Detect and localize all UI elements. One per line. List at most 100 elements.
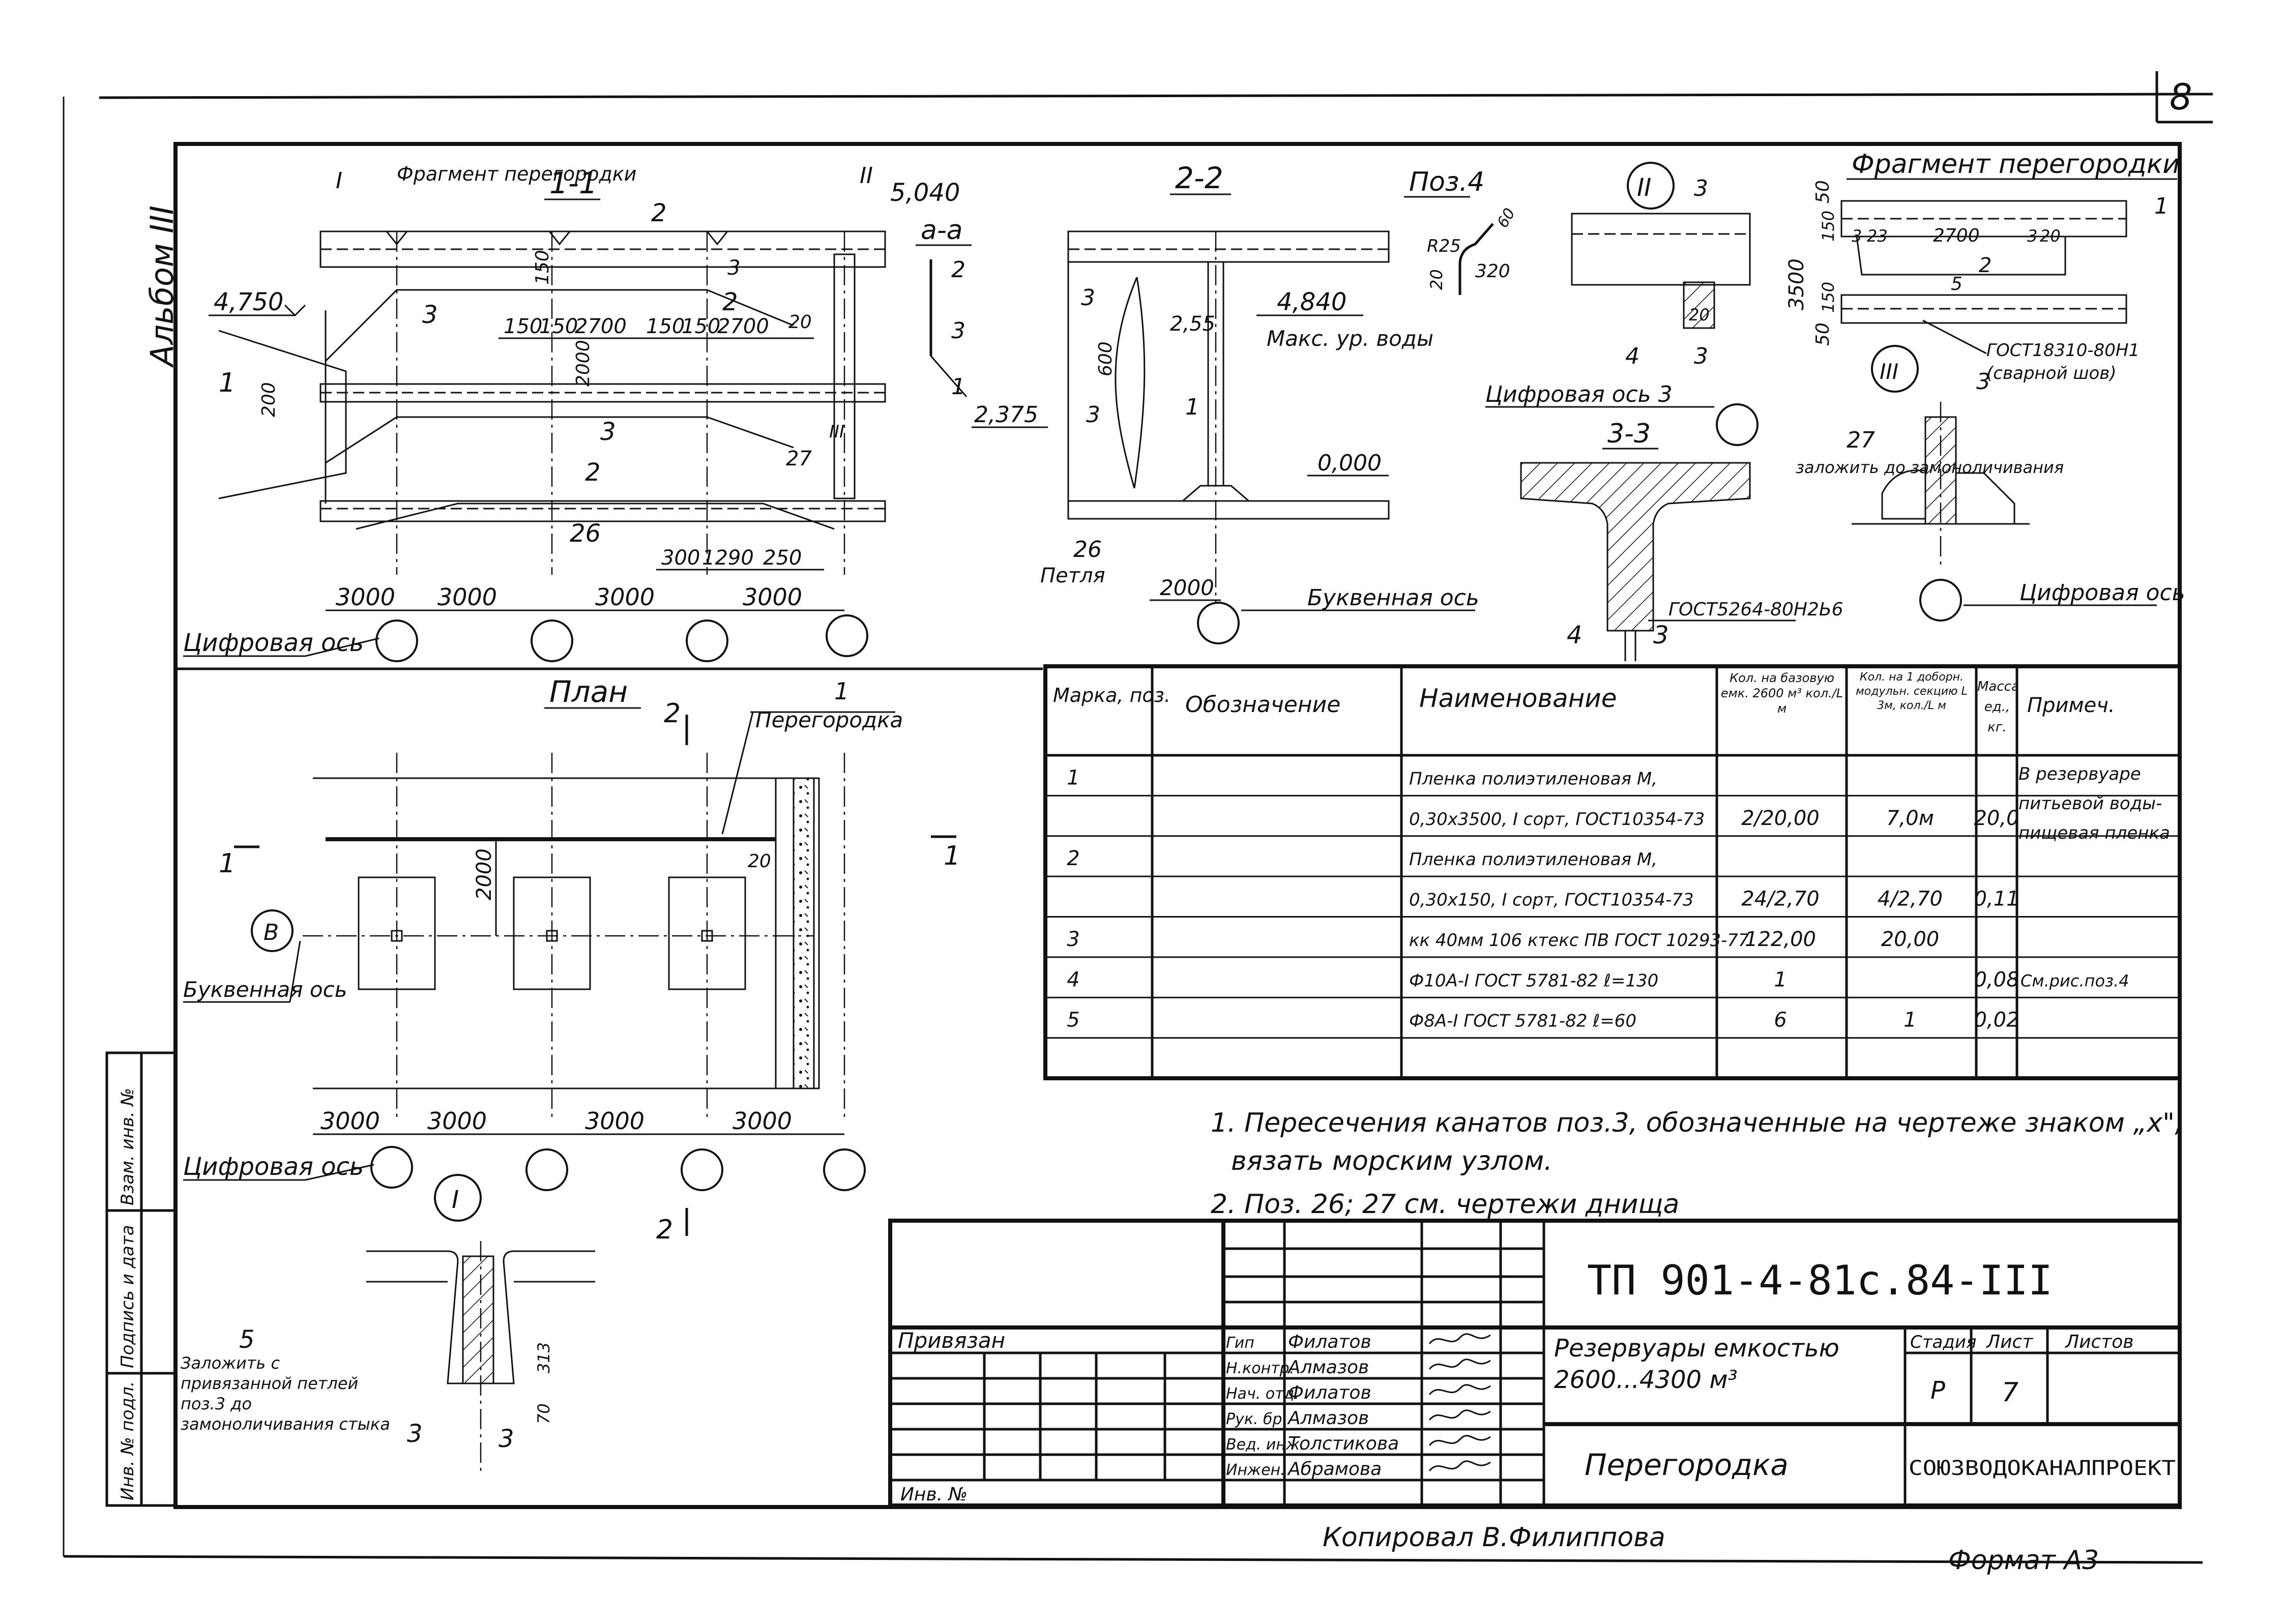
cut-1-left: 1 bbox=[219, 848, 236, 879]
spec-cell-r3-c3: 24/2,70 bbox=[1741, 888, 1819, 911]
fragment-partition: Фрагмент перегородки 3500 50 150 150 50 … bbox=[1785, 149, 2180, 383]
node-iii-pos-27: 27 bbox=[1847, 427, 1875, 453]
axis-letter-label: Буквенная ось bbox=[183, 977, 347, 1002]
frag-dv-2: 50 bbox=[1812, 180, 1833, 203]
dim-600: 600 bbox=[1095, 341, 1116, 376]
node-iii: III 3 27 заложить до замоноличивания Циф… bbox=[1796, 345, 2185, 622]
left-strip: Инв. № подл. Подпись и дата Взам. инв. № bbox=[105, 1051, 177, 1507]
sheet-title: Перегородка bbox=[1585, 1448, 1789, 1482]
signature-0 bbox=[1428, 1333, 1491, 1344]
hdr-qty-section: Кол. на 1 доборн. модульн. секцию L 3м, … bbox=[1856, 671, 1968, 712]
spec-cell-r6-c5: 0,02 bbox=[1974, 1009, 2019, 1032]
album-label: Альбом III bbox=[143, 205, 181, 368]
spec-cell-r0-c2: Пленка полиэтиленовая М, bbox=[1409, 769, 1657, 789]
s11-axis-4: 3000 bbox=[743, 583, 802, 611]
dim-v-1: 150 bbox=[532, 250, 553, 285]
dim-255: 2,55 bbox=[1170, 312, 1215, 336]
spec-cell-r4-c4: 20,00 bbox=[1881, 928, 1940, 951]
spec-cell-r2-c2: Пленка полиэтиленовая М, bbox=[1409, 849, 1657, 870]
frag-pos-1: 1 bbox=[2154, 193, 2169, 219]
frag-d-4: 3 bbox=[2027, 226, 2037, 246]
dim-top-1: 150 bbox=[504, 315, 542, 338]
marker-iii-label: III bbox=[829, 422, 844, 442]
frag-weld: ГОСТ18310-80Н1 bbox=[1986, 340, 2140, 361]
role-5: Инжен. bbox=[1226, 1461, 1285, 1479]
aa-pos-2: 2 bbox=[951, 257, 965, 283]
plan-axis-1: 3000 bbox=[320, 1107, 380, 1135]
notes: 1. Пересечения канатов поз.3, обозначенн… bbox=[1211, 1108, 2183, 1220]
spec-cell-r6-c3: 6 bbox=[1774, 1009, 1787, 1032]
s33-pos-4: 4 bbox=[1567, 621, 1583, 649]
dim-top-7: 20 bbox=[788, 312, 812, 333]
s11-pos-26: 26 bbox=[570, 519, 601, 548]
pos4-20: 20 bbox=[1427, 269, 1446, 290]
frag-weld-note: (сварной шов) bbox=[1986, 363, 2117, 383]
pos4-detail: Поз.4 R25 20 320 60 bbox=[1404, 167, 1519, 295]
stage-label: Стадия bbox=[1910, 1332, 1976, 1352]
spec-cell-r5-c5: 0,08 bbox=[1974, 968, 2019, 991]
node-ii-marker: II bbox=[1637, 173, 1651, 202]
sheet-label: Лист bbox=[1985, 1332, 2033, 1352]
section-aa-title: а-а bbox=[921, 215, 963, 246]
spec-cell-r4-c2: кк 40мм 106 ктекс ПВ ГОСТ 10293-77 bbox=[1409, 930, 1749, 951]
cut-1-right: 1 bbox=[944, 841, 960, 871]
s22-pos-3a: 3 bbox=[1081, 285, 1095, 311]
plan-dim-2000: 2000 bbox=[473, 848, 496, 900]
role-4: Вед. инж. bbox=[1226, 1436, 1305, 1454]
section-a-a: а-а 2 3 1 bbox=[916, 215, 972, 400]
s11-pos-2c: 2 bbox=[585, 458, 601, 487]
node-ii-axis: Цифровая ось 3 bbox=[1485, 381, 1673, 407]
node-ii: II 3 20 4 3 Цифровая ось 3 bbox=[1485, 162, 1759, 446]
spec-cell-r1-c4: 7,0м bbox=[1886, 807, 1934, 830]
note-1b: вязать морским узлом. bbox=[1231, 1146, 1553, 1176]
hdr-qty-base: Кол. на базовую емк. 2600 м³ кол./L м bbox=[1720, 671, 1843, 716]
plan-axis-3: 3000 bbox=[585, 1107, 645, 1135]
sheet-number: 8 bbox=[2170, 76, 2192, 118]
spec-cell-r2-c0: 2 bbox=[1067, 847, 1079, 870]
spec-cell-r3-c4: 4/2,70 bbox=[1878, 888, 1943, 911]
section-1-1: 1-1 Фрагмент перегородки I II 5,040 4,75… bbox=[183, 163, 960, 662]
signature-3 bbox=[1428, 1409, 1491, 1421]
dim-top-6: 2700 bbox=[717, 315, 769, 338]
s11-axis-label: Цифровая ось bbox=[183, 629, 364, 657]
plan-axis-label: Цифровая ось bbox=[183, 1153, 364, 1181]
s11-axis-2: 3000 bbox=[437, 583, 497, 611]
frag-d-3: 2700 bbox=[1933, 225, 1980, 246]
node-ii-pos-3b: 3 bbox=[1694, 343, 1708, 369]
frag-d-1: 3 bbox=[1852, 226, 1862, 246]
node-iii-pos-3: 3 bbox=[1976, 369, 1990, 395]
frag-pos-2: 2 bbox=[1979, 254, 1992, 277]
format-label: Формат А3 bbox=[1948, 1545, 2099, 1576]
note-2: 2. Поз. 26; 27 см. чертежи днища bbox=[1211, 1189, 1679, 1220]
s33-pos-3: 3 bbox=[1653, 621, 1669, 649]
s22-axis-label: Буквенная ось bbox=[1307, 585, 1479, 611]
dim-bot-3: 250 bbox=[763, 546, 802, 570]
pos4-r25: R25 bbox=[1427, 236, 1461, 256]
signature-4 bbox=[1428, 1435, 1491, 1446]
section-33-title: 3-3 bbox=[1607, 419, 1651, 449]
spec-cell-r4-c3: 122,00 bbox=[1745, 928, 1816, 951]
spec-table: Марка, поз. Обозначение Наименование Кол… bbox=[1043, 664, 2182, 1080]
s11-pos-2b: 2 bbox=[722, 288, 738, 316]
node-i-pos-3a: 3 bbox=[407, 1420, 423, 1448]
dim-v-3: 200 bbox=[258, 382, 279, 417]
node-i-note: Заложить с привязанной петлей поз.3 до з… bbox=[181, 1353, 390, 1434]
s11-pos-3a: 3 bbox=[422, 301, 438, 329]
role-2: Нач. отд. bbox=[1226, 1385, 1299, 1403]
node-iii-marker: III bbox=[1880, 359, 1898, 384]
name-5: Абрамова bbox=[1287, 1459, 1382, 1480]
spec-cell-r6-c4: 1 bbox=[1904, 1009, 1916, 1032]
node-i-marker: I bbox=[452, 1186, 459, 1214]
pos4-title: Поз.4 bbox=[1409, 167, 1484, 197]
role-1: Н.контр. bbox=[1226, 1360, 1294, 1377]
s22-pos-1: 1 bbox=[1185, 394, 1199, 420]
spec-cell-r5-c2: Ф10А-I ГОСТ 5781-82 ℓ=130 bbox=[1409, 970, 1658, 991]
spec-cell-r5-c3: 1 bbox=[1774, 968, 1787, 991]
hdr-mark: Марка, поз. bbox=[1053, 684, 1170, 706]
role-3: Рук. бр. bbox=[1226, 1410, 1287, 1428]
section-22-title: 2-2 bbox=[1175, 161, 1223, 195]
spec-cell-r5-c6: См.рис.поз.4 bbox=[2021, 971, 2129, 990]
max-water-note: Макс. ур. воды bbox=[1267, 326, 1433, 351]
frag-dv-1: 3500 bbox=[1785, 258, 1808, 310]
s33-gost: ГОСТ5264-80Н2Ь6 bbox=[1668, 599, 1843, 620]
